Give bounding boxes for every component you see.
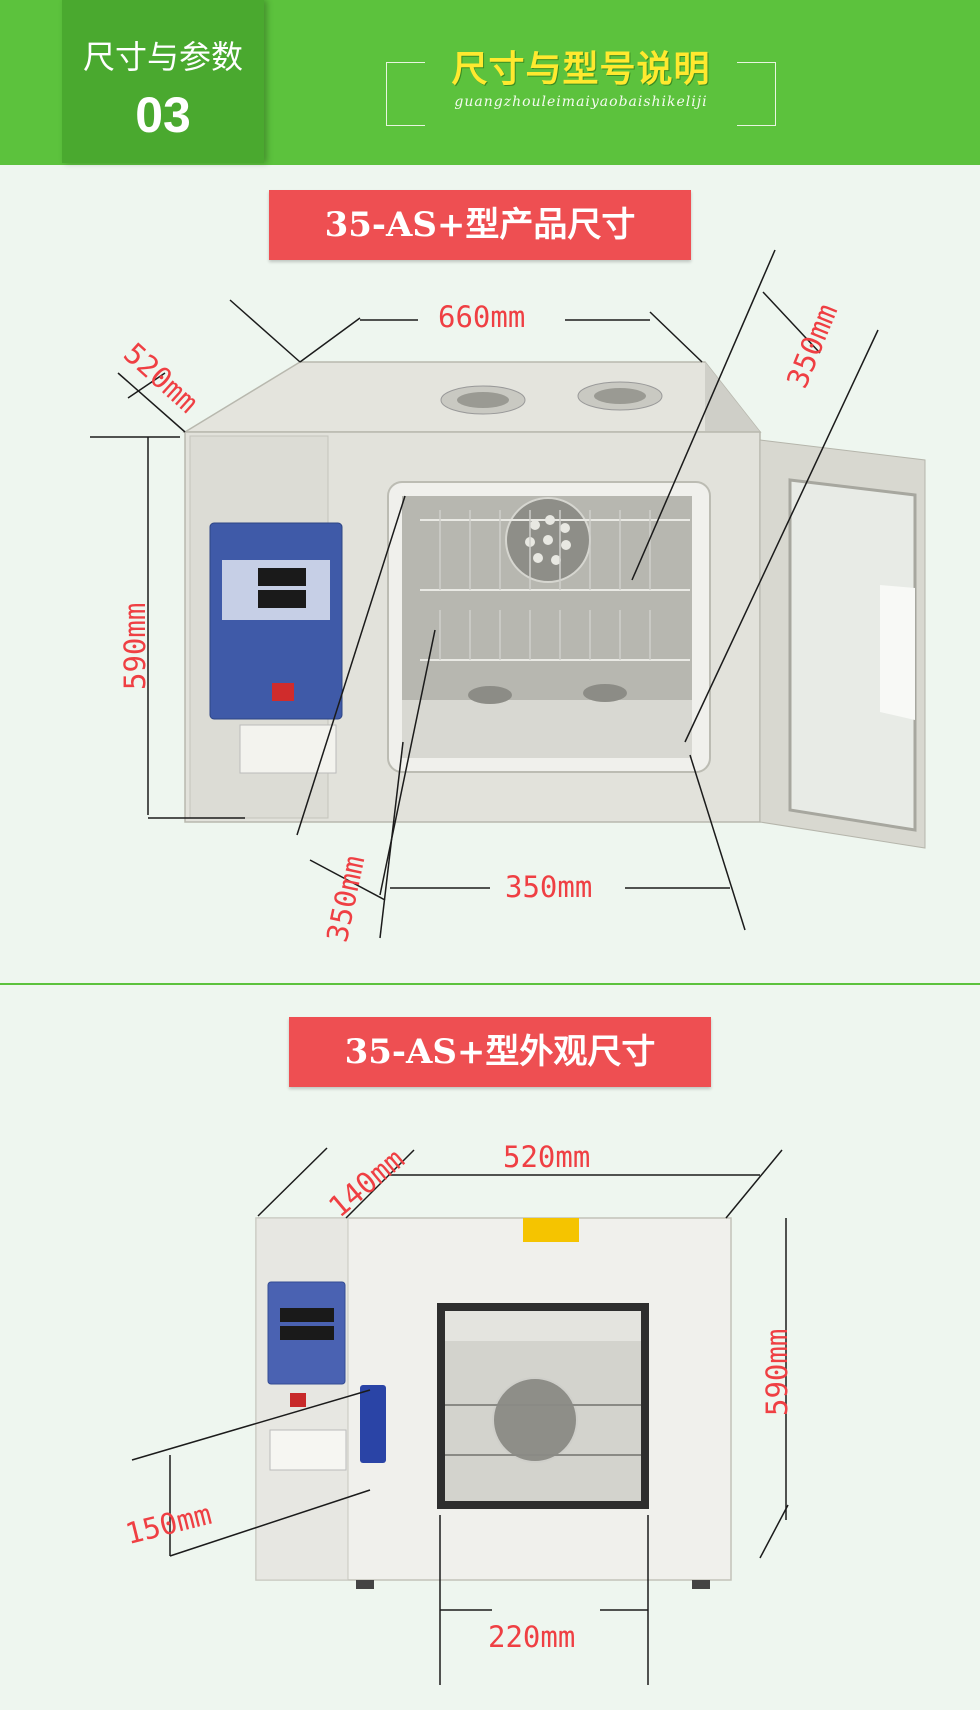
dim2-window: 220mm bbox=[488, 1620, 576, 1654]
dim2-width: 520mm bbox=[503, 1140, 591, 1174]
section-divider bbox=[0, 983, 980, 985]
dim2-height: 590mm bbox=[760, 1328, 794, 1416]
badge-title: 尺寸与参数 bbox=[82, 38, 243, 76]
title-frame bbox=[386, 62, 776, 126]
dim-width-top: 660mm bbox=[438, 300, 526, 334]
section-badge: 尺寸与参数 03 bbox=[62, 0, 264, 163]
page-title: 尺寸与型号说明 bbox=[451, 49, 711, 90]
page-subtitle: guangzhouleimaiyaobaishikeliji bbox=[454, 94, 708, 110]
dim-inner-width: 350mm bbox=[505, 870, 593, 904]
section1-banner: 35-AS+型产品尺寸 bbox=[269, 190, 691, 260]
section2-banner: 35-AS+型外观尺寸 bbox=[289, 1017, 711, 1087]
oven-open-drawing bbox=[90, 249, 926, 939]
badge-number: 03 bbox=[135, 87, 191, 143]
